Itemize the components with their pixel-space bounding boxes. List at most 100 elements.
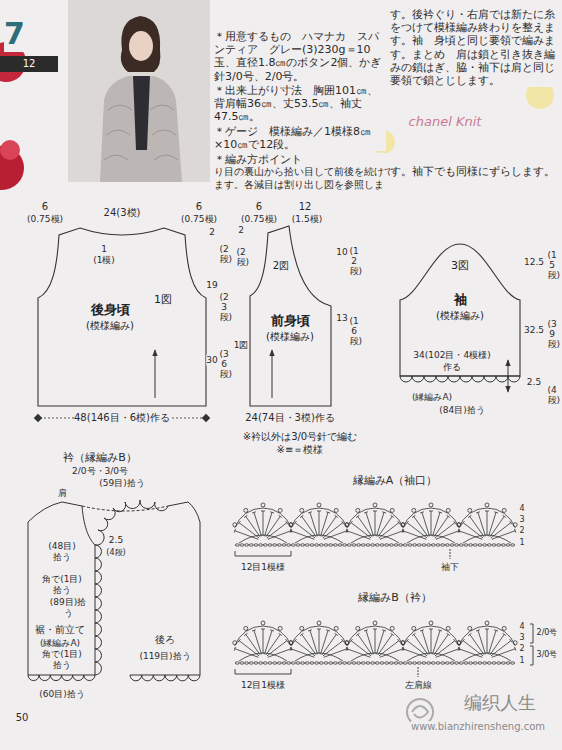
pattern-piece: 1図後身頃 (模様編み) [38,228,206,406]
front-band-edging [95,545,102,675]
dimension-label: (60目)拾う [39,689,84,700]
dimension-label: 2 [519,644,524,654]
dimension-label: 袖下 [441,562,459,573]
row-count: (2段) [237,248,246,268]
dimension-label: 2/0号・3/0号 [72,466,128,477]
dimension-label: (48目)拾う [44,541,80,563]
piece-note: (模様編み) [86,320,134,332]
dimension-label: 24(3模) [104,207,141,219]
hem-edging [28,675,95,681]
pattern-piece: 2図前身頃 (模様編み) [250,226,331,406]
dimension-label: 32.5 [524,325,544,336]
dimension-label: 2 [238,225,244,236]
dimension-label: 34(102目・4模様) [413,350,490,361]
dimension-label: (縁編みA) [40,638,80,649]
collar-edging [95,500,168,545]
piece-note: (模様編み) [266,331,314,343]
dimension-label: 编织人生 [464,692,536,714]
dimension-label: (0.75模) [241,214,277,225]
dimension-label: www.bianzhirensheng.com [411,721,545,733]
instruction-text: 7 [4,16,25,52]
instruction-text: ます。各減目は割り出し図を参照しま [214,179,396,191]
piece-note: 1図 [154,293,172,306]
dimension-label: ※≡＝模様 [277,444,324,456]
piece-outline-path [400,244,520,376]
finishing-outline [28,502,200,675]
dimension-label: 2 [519,526,524,536]
dimension-label: 1 [519,656,524,666]
dimension-label: (0.75模) [27,214,63,225]
direction-arrow [272,350,273,398]
dimension-label: 肩 [58,488,67,499]
hem-edging [130,675,200,681]
instruction-text: ＊出来上がり寸法 胸囲101㎝、背肩幅36㎝、丈53.5㎝、袖丈47.5㎝。 [214,84,386,124]
dimension-end [34,414,42,422]
dimension-label: 2.5 [527,377,541,388]
dimension-label: 左肩線 [405,680,432,691]
dimension-label: (1.5模) [292,214,322,225]
model-photo [68,0,210,182]
dimension-label: 後ろ [155,634,175,646]
dimension-label: 3 [519,633,524,643]
dimension-label: 6 [196,201,202,213]
dimension-label: 12 [299,201,312,213]
piece-note: 2図 [273,260,289,272]
dimension-label: 角で(1目)拾う [38,574,86,596]
dimension-label: 縁編みB（衿） [358,591,432,604]
row-count: (2段) [220,245,229,265]
instruction-text: す。袖下でも同様にずらします。 [390,165,558,178]
dimension-label: (縁編みA) [412,392,452,403]
dimension-label: 12目1模様 [241,562,285,573]
number-bar [0,56,58,72]
instruction-text: ＊用意するもの ハマナカ スパンティア グレー(3)230g＝10玉、直径1.8… [214,30,386,83]
dimension-label: 作る [443,362,461,373]
dimension-label: 6 [42,201,48,213]
piece-note: (模様編み) [436,310,484,322]
dimension-label: 4 [519,622,524,632]
row-count: (12段) [350,247,359,277]
instruction-text: す。後衿ぐり・右肩では新たに糸をつけて模様編み終わりを整えます。袖 身頃と同じ要… [390,8,558,87]
dimension-label: 縁編みA（袖口） [353,474,438,487]
dimension-label: (1模) [93,255,115,266]
dimension-label: 3 [519,515,524,525]
dimension-label: (59目)拾う [99,478,144,489]
dimension-label: 衿（縁編みB） [63,451,137,464]
instruction-text: り目の裏山から拾い目して前後を続けて [214,166,396,178]
dimension-label: 19 [206,280,217,291]
dimension-label: 30 [206,355,217,366]
piece-outline-path [38,228,206,406]
dimension-label: ※衿以外は3/0号針で編む [243,431,357,443]
dimension-label: 裾・前立て [35,624,85,636]
instruction-text: ＊ゲージ 模様編み／1模様8㎝×10㎝で12段。 [214,125,386,151]
row-count: (16段) [350,317,359,347]
direction-arrow [155,350,156,398]
row-count: (15段) [548,251,557,281]
dimension-label: 2.5 [109,535,123,546]
piece-outline-path [250,226,331,406]
dimension-label: 6 [256,201,262,213]
piece-name: 後身頃 [91,302,130,318]
piece-name: 前身頃 [271,313,310,329]
piece-note: 3図 [451,259,469,272]
row-count: (39段) [548,320,557,350]
crochet-chart [233,503,517,546]
dimension-label: (0.75模) [181,214,217,225]
dimension-label: 1 [101,244,107,255]
dimension-label: chanel Knit [409,114,482,130]
dimension-label: (84目)拾う [439,405,484,416]
piece-name: 袖 [454,292,467,308]
dimension-label: 1図 [234,340,249,351]
dimension-label: 2/0号 [537,628,558,638]
dimension-label: 角で(1目)拾う [38,649,86,671]
dimension-label: 12 [23,58,36,70]
row-count: (23段) [220,293,229,323]
dimension-label: 24(74目・3模)作る [245,412,335,424]
crochet-chart [233,621,517,664]
dimension-label: 12目1模様 [241,680,285,691]
row-count: (4段) [548,386,557,406]
watermark-logo [412,706,428,718]
instruction-text: ＊編み方ポイント [214,153,386,166]
sleeve-edging [400,376,520,382]
row-count: (36段) [220,350,229,380]
